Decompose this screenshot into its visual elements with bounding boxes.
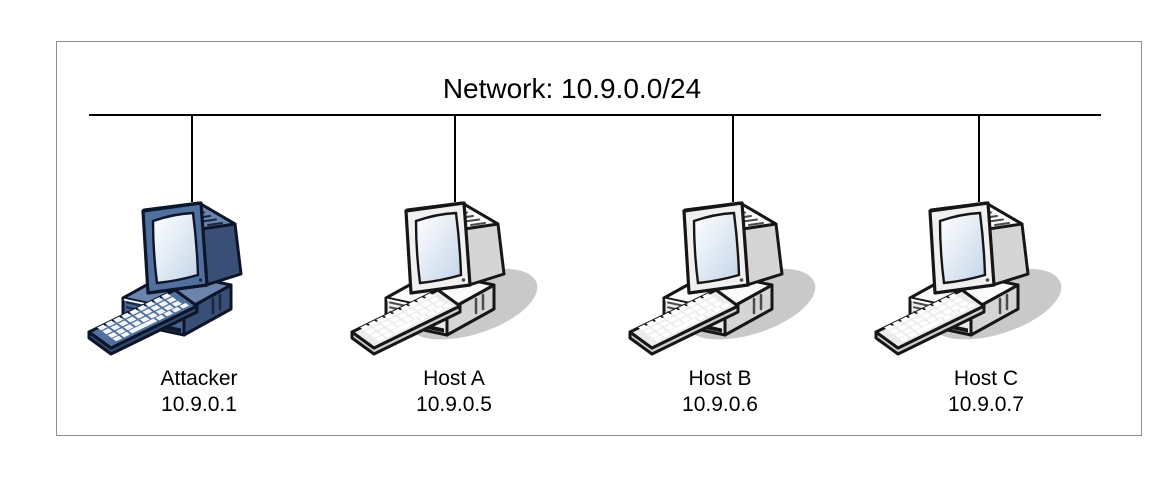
host-b-computer-icon	[628, 186, 828, 356]
node-ip: 10.9.0.6	[682, 393, 758, 416]
node-ip: 10.9.0.7	[948, 393, 1024, 416]
network-title: Network: 10.9.0.0/24	[442, 73, 702, 104]
node-ip: 10.9.0.5	[416, 393, 492, 416]
node-label-attacker: Attacker 10.9.0.1	[99, 366, 299, 418]
connector-line-host-c	[978, 115, 980, 202]
host-c-computer-icon	[874, 186, 1074, 356]
node-name: Attacker	[160, 367, 238, 390]
node-label-host-c: Host C 10.9.0.7	[886, 366, 1086, 418]
node-label-host-b: Host B 10.9.0.6	[620, 366, 820, 418]
connector-line-attacker	[191, 115, 193, 202]
host-a-computer-icon	[350, 186, 550, 356]
node-label-host-a: Host A 10.9.0.5	[354, 366, 554, 418]
node-ip: 10.9.0.1	[161, 393, 237, 416]
node-name: Host B	[688, 367, 752, 390]
node-name: Host C	[953, 367, 1019, 390]
connector-line-host-a	[454, 115, 456, 202]
network-bus-line	[89, 114, 1101, 116]
connector-line-host-b	[732, 115, 734, 202]
node-name: Host A	[423, 367, 485, 390]
attacker-computer-icon	[87, 186, 287, 356]
